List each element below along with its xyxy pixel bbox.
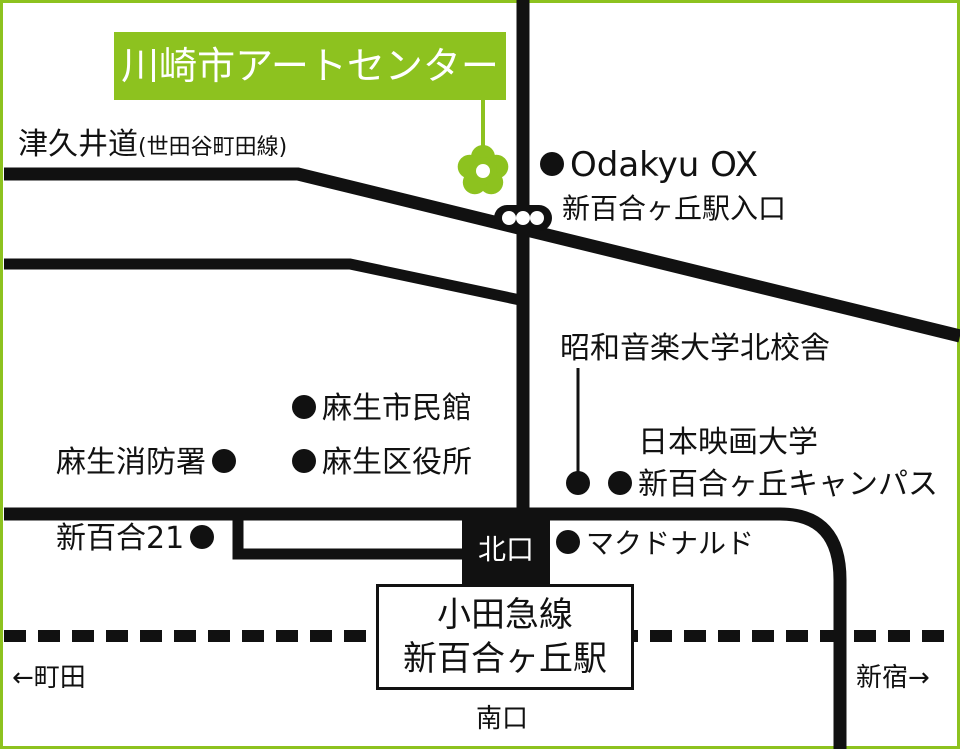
asao-fire-label: 麻生消防署 [56,448,236,478]
route-label: 津久井道(世田谷町田線) [18,130,287,160]
odakyu-ox-label: Odakyu OX [540,148,758,182]
road-second [4,258,522,306]
station-north-block [462,508,550,584]
asao-civic-text: 麻生市民館 [322,391,472,426]
south-exit-label: 南口 [476,704,529,734]
shinyuri21-label: 新百合21 [56,521,215,556]
odakyu-ox-name: Odakyu OX [570,145,759,185]
road-shinyuri21-loop [232,514,466,560]
film-school-line2: 新百合ヶ丘キャンパス [638,467,938,502]
art-center-title: 川崎市アートセンター [114,32,506,100]
mcdonalds-label: マクドナルド [556,530,754,558]
odakyu-ox-marker [540,151,564,176]
north-exit-label: 北口 [477,533,534,566]
road-tsukui [4,167,960,343]
station-line: 小田急線 [437,595,573,635]
to-machida-label: ←町田 [12,663,86,693]
road-north-loop [4,507,847,749]
showa-label: 昭和音楽大学北校舎 [560,331,830,366]
to-shinjuku-label: 新宿→ [856,663,930,693]
traffic-signal-icon [494,205,552,231]
asao-ward-text: 麻生区役所 [322,445,472,480]
route-name: 津久井道 [18,127,138,162]
station-name: 新百合ヶ丘駅 [403,639,607,679]
asao-fire-marker [212,448,236,473]
asao-civic-label: 麻生市民館 [292,394,472,424]
shinyuri21-text: 新百合21 [56,521,185,556]
shinyuri21-marker [190,524,215,549]
film-school-line2-wrap: 新百合ヶ丘キャンパス [566,470,938,500]
intersection-label: 新百合ヶ丘駅入口 [562,192,787,225]
showa-marker [566,470,590,495]
mcdonalds-text: マクドナルド [586,527,755,560]
film-school-marker [608,470,632,495]
asao-ward-marker [292,448,316,473]
route-note: (世田谷町田線) [138,135,288,160]
asao-fire-text: 麻生消防署 [56,445,206,480]
mcdonalds-marker [556,530,580,554]
flower-marker-icon [457,145,509,195]
film-school-line1: 日本映画大学 [638,425,818,460]
station-box: 小田急線 新百合ヶ丘駅 [376,584,634,690]
asao-civic-marker [292,394,316,419]
asao-ward-label: 麻生区役所 [292,448,472,478]
